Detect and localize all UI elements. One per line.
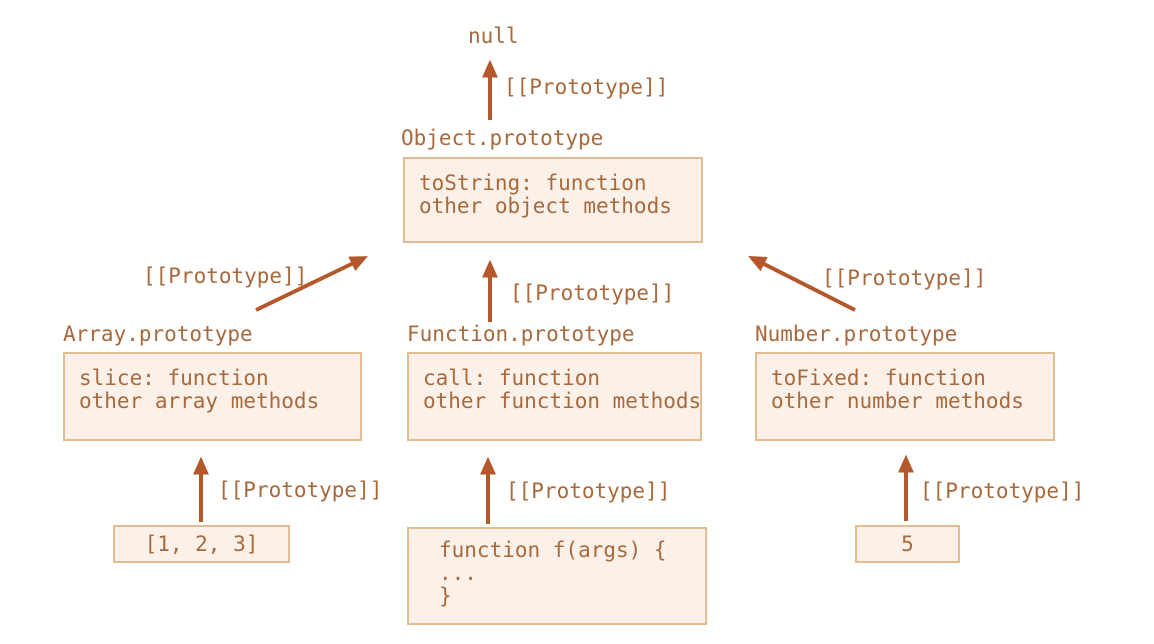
number-prototype-title: Number.prototype xyxy=(755,322,958,346)
prototype-edge-label-number-instance: [[Prototype]] xyxy=(920,479,1085,503)
function-instance-box: function f(args) { ... } xyxy=(407,527,707,625)
array-prototype-title: Array.prototype xyxy=(63,322,253,346)
function-instance-line: ... xyxy=(439,561,477,585)
prototype-edge-label-function-instance: [[Prototype]] xyxy=(506,479,671,503)
number-instance-box: 5 xyxy=(855,525,960,563)
number-prototype-line: other number methods xyxy=(771,389,1024,413)
object-prototype-box: toString: function other object methods xyxy=(403,157,703,243)
array-instance-box: [1, 2, 3] xyxy=(113,525,290,563)
number-prototype-box: toFixed: function other number methods xyxy=(755,352,1055,441)
arrow-array-prototype-to-object-prototype xyxy=(255,256,368,312)
prototype-edge-label-function-to-object: [[Prototype]] xyxy=(510,281,675,305)
prototype-edge-label-array-to-object: [[Prototype]] xyxy=(143,264,308,288)
null-label: null xyxy=(468,24,519,48)
prototype-edge-label-array-instance: [[Prototype]] xyxy=(218,478,383,502)
prototype-edge-label-object-to-null: [[Prototype]] xyxy=(504,75,669,99)
array-prototype-line: slice: function xyxy=(79,366,269,390)
number-instance-value: 5 xyxy=(901,531,914,556)
object-prototype-line: other object methods xyxy=(419,194,672,218)
array-instance-value: [1, 2, 3] xyxy=(144,531,259,556)
prototype-edge-label-number-to-object: [[Prototype]] xyxy=(822,266,987,290)
function-prototype-title: Function.prototype xyxy=(407,322,635,346)
array-prototype-box: slice: function other array methods xyxy=(63,352,362,441)
function-prototype-line: other function methods xyxy=(423,389,702,413)
function-instance-line: function f(args) { xyxy=(439,538,667,562)
object-prototype-line: toString: function xyxy=(419,171,647,195)
function-instance-line: } xyxy=(439,584,452,608)
array-prototype-line: other array methods xyxy=(79,389,320,413)
function-prototype-box: call: function other function methods xyxy=(407,352,702,441)
object-prototype-title: Object.prototype xyxy=(401,126,604,150)
arrow-number-prototype-to-object-prototype xyxy=(748,256,856,312)
function-prototype-line: call: function xyxy=(423,366,601,390)
number-prototype-line: toFixed: function xyxy=(771,366,986,390)
